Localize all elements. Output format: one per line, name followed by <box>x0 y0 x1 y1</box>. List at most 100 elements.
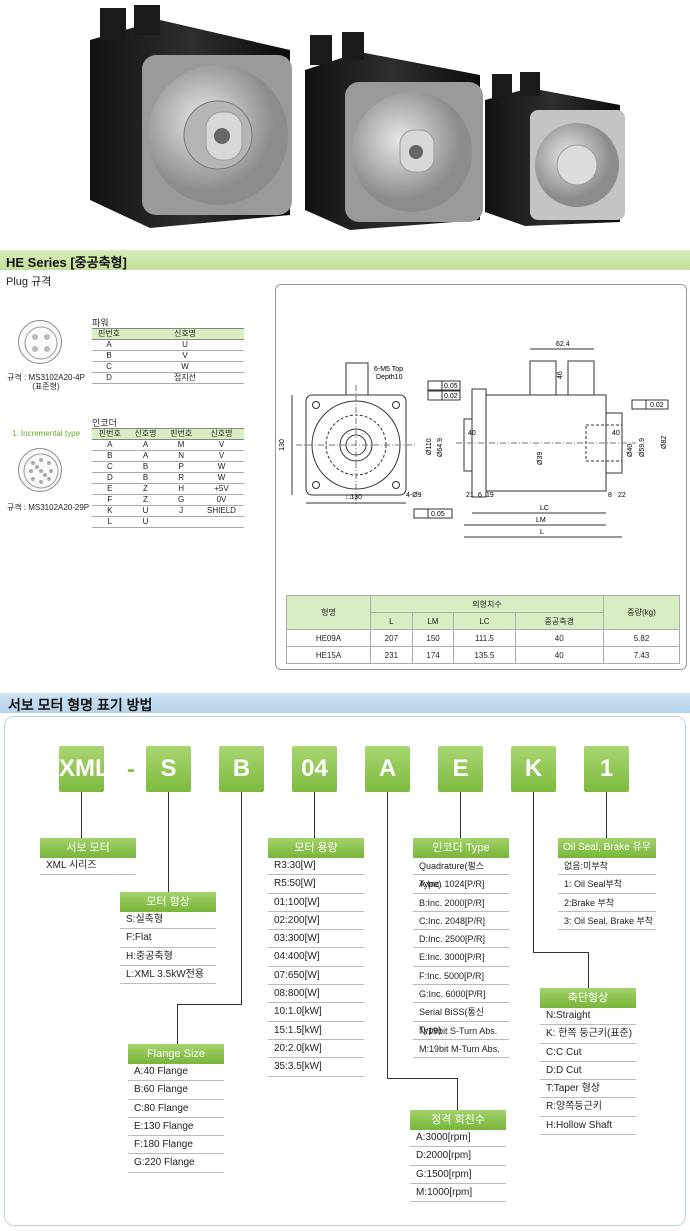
encoder-title: 인코더 <box>92 418 117 428</box>
list-item: 2:Brake 부착 <box>558 894 656 912</box>
encoder-connector-label: 규격 : MS3102A20-29P <box>6 503 90 512</box>
dim-label: 130 <box>279 439 286 451</box>
list-item: M:1000[rpm] <box>410 1184 506 1203</box>
code-box: XML <box>59 746 110 792</box>
dim-label: □130 <box>346 494 362 501</box>
list-item: C:80 Flange <box>128 1100 224 1118</box>
list-item: F:Flat <box>120 929 216 948</box>
list-item: B:Inc. 2000[P/R] <box>413 894 509 912</box>
list-item: G:Inc. 6000[P/R] <box>413 985 509 1004</box>
group-label-flange: Flange Size <box>128 1044 224 1064</box>
list-item: A:3000[rpm] <box>410 1129 506 1148</box>
connector-line <box>387 1078 458 1079</box>
list-item: 1: Oil Seal부착 <box>558 875 656 894</box>
list-item: C:C Cut <box>540 1044 636 1062</box>
list-item: 01:100[W] <box>268 894 364 912</box>
list-item: 3: Oil Seal, Brake 부착 <box>558 912 656 931</box>
naming-panel <box>4 716 686 1226</box>
list-item: K: 한쪽 둥근키(표준) <box>540 1025 636 1044</box>
list-item: G:1500[rpm] <box>410 1166 506 1184</box>
power-col: 핀번호 <box>92 328 126 340</box>
list-item: N:Straight <box>540 1007 636 1026</box>
power-col: 신호명 <box>126 328 244 340</box>
power-connector-icon <box>18 320 62 364</box>
list-item: E:130 Flange <box>128 1118 224 1137</box>
list-item: 15:1.5[kW] <box>268 1022 364 1040</box>
list-item: 07:650[W] <box>268 967 364 986</box>
list-item: F:180 Flange <box>128 1136 224 1155</box>
group-list-rpm: A:3000[rpm]D:2000[rpm]G:1500[rpm]M:1000[… <box>410 1129 506 1203</box>
list-item: A:Inc. 1024[P/R] <box>413 875 509 894</box>
dim-label: 0.05 <box>444 383 458 390</box>
dim-label: Ø82 <box>661 436 668 449</box>
group-label-shaft: 축단형상 <box>540 988 636 1008</box>
code-box: E <box>438 746 483 792</box>
group-label-servo: 서보 모터 <box>40 838 136 858</box>
connector-line <box>460 792 461 838</box>
group-label-rpm: 정격 회전수 <box>410 1110 506 1130</box>
list-item: R5:50[W] <box>268 875 364 894</box>
list-item: 04:400[W] <box>268 948 364 967</box>
list-item: R3:30[W] <box>268 857 364 876</box>
list-item: F:Inc. 5000[P/R] <box>413 967 509 986</box>
connector-line <box>81 792 82 838</box>
dim-label: 6-M5 Top <box>374 366 403 373</box>
connector-line <box>177 1004 242 1005</box>
list-item: 없음:미부착 <box>558 857 656 876</box>
group-label-encoder: 인코더 Type <box>413 838 509 858</box>
dim-label: 0.02 <box>444 393 458 400</box>
dim-label: Depth10 <box>376 374 403 381</box>
list-item: D:Inc. 2500[P/R] <box>413 930 509 949</box>
list-item: 08:800[W] <box>268 985 364 1004</box>
connector-line <box>457 1078 458 1110</box>
dim-label: LM <box>536 517 546 524</box>
dimension-drawing: 130 □130 6-M5 Top Depth10 4-Ø9 62.4 46 0… <box>279 341 669 538</box>
connector-line <box>533 792 534 952</box>
group-list-servo: XML 시리즈 <box>40 857 136 876</box>
list-item: N:19bit S-Turn Abs. <box>413 1022 509 1040</box>
power-title: 파워 <box>92 318 109 328</box>
connector-line <box>606 792 607 838</box>
list-item: 20:2.0[kW] <box>268 1040 364 1059</box>
connector-line <box>241 792 242 1004</box>
list-item: T:Taper 형상 <box>540 1080 636 1099</box>
dim-label: LC <box>540 505 549 512</box>
group-label-oilseal: Oil Seal, Brake 유무 <box>558 838 656 858</box>
connector-line <box>168 792 169 892</box>
list-item: Quadrature(펄스 Type) <box>413 857 509 889</box>
dim-label: 22 <box>618 492 626 499</box>
dim-label: 0.02 <box>650 402 664 409</box>
dim-label: 46 <box>557 371 564 379</box>
code-box: 04 <box>292 746 337 792</box>
dim-label: Ø39 <box>537 452 544 465</box>
power-connector-sub: (표준형) <box>32 382 60 391</box>
list-item: XML 시리즈 <box>40 857 136 876</box>
list-item: A:40 Flange <box>128 1063 224 1082</box>
naming-title-bar: 서보 모터 형명 표기 방법 <box>0 693 690 713</box>
naming-title: 서보 모터 형명 표기 방법 <box>8 697 153 713</box>
dim-label: 0.05 <box>431 511 445 518</box>
group-list-capacity: R3:30[W]R5:50[W]01:100[W]02:200[W]03:300… <box>268 857 364 1077</box>
dim-label: Ø40 <box>627 444 634 457</box>
list-item: H:Hollow Shaft <box>540 1117 636 1136</box>
dim-label: 40 <box>468 430 476 437</box>
list-item: H:중공축형 <box>120 948 216 966</box>
list-item: R:양쪽둥근키 <box>540 1098 636 1117</box>
group-label-capacity: 모터 용량 <box>268 838 364 858</box>
dim-label: 8 <box>608 492 612 499</box>
